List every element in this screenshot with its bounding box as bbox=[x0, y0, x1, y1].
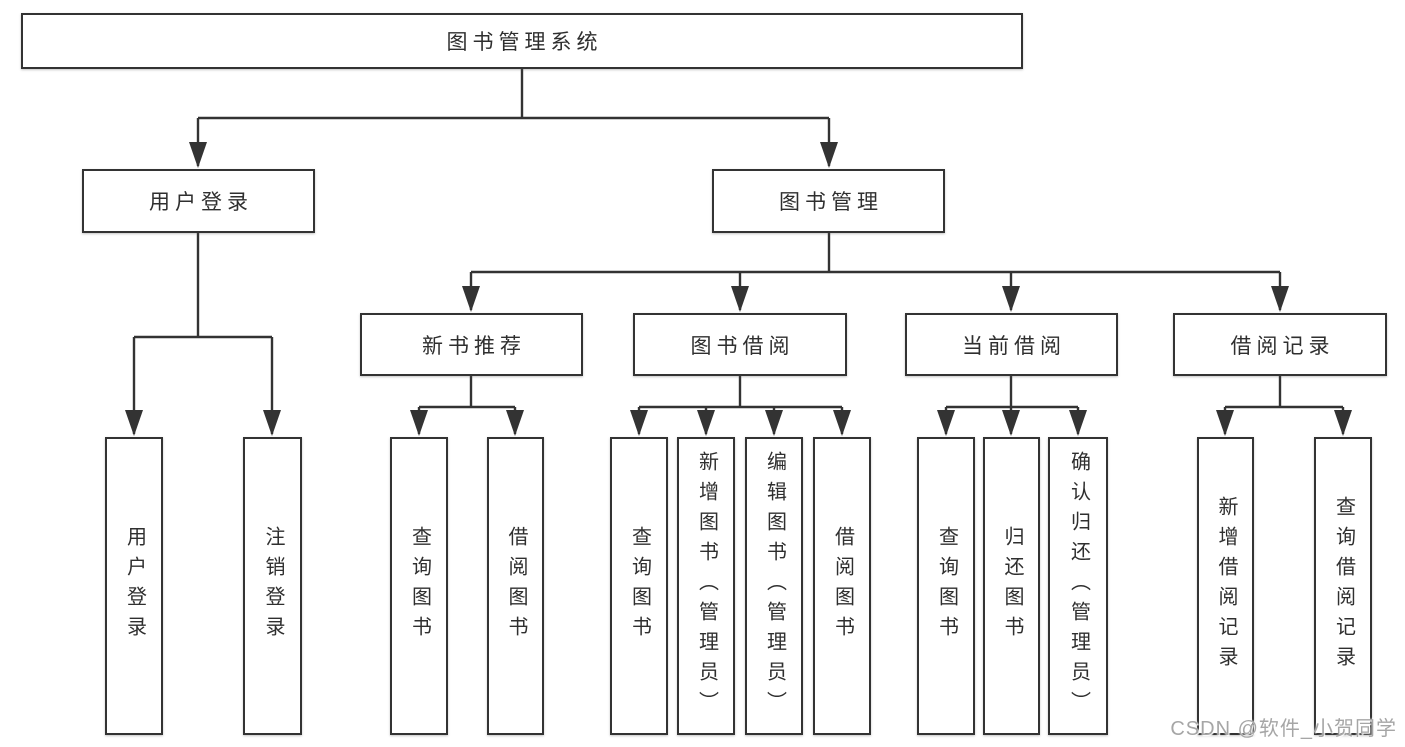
node-label: 借阅记录 bbox=[1230, 334, 1335, 358]
leaf-query-books-recommend: 查询图书 bbox=[390, 437, 448, 735]
node-label: 注销登录 bbox=[262, 526, 284, 646]
node-label: 图书管理 bbox=[779, 191, 883, 214]
node-label: 归还图书 bbox=[1001, 526, 1023, 646]
node-label: 当前借阅 bbox=[962, 334, 1066, 358]
connector-lines bbox=[132, 68, 1345, 434]
arrowheads bbox=[125, 142, 1352, 436]
leaf-user-login: 用户登录 bbox=[105, 437, 163, 735]
node-root-system: 图书管理系统 bbox=[21, 13, 1023, 69]
node-book-borrowing: 图书借阅 bbox=[633, 313, 847, 376]
node-user-login: 用户登录 bbox=[82, 169, 315, 233]
node-borrowing-records: 借阅记录 bbox=[1173, 313, 1387, 376]
node-label: 确认归还（管理员） bbox=[1067, 451, 1090, 721]
leaf-edit-books-admin: 编辑图书（管理员） bbox=[745, 437, 803, 735]
node-label: 新增借阅记录 bbox=[1215, 496, 1237, 676]
node-label: 查询图书 bbox=[408, 526, 431, 646]
node-label: 图书管理系统 bbox=[446, 31, 603, 54]
leaf-logout: 注销登录 bbox=[243, 437, 302, 735]
leaf-query-books-current: 查询图书 bbox=[917, 437, 975, 735]
node-label: 图书借阅 bbox=[690, 334, 795, 358]
leaf-confirm-return-admin: 确认归还（管理员） bbox=[1048, 437, 1108, 735]
leaf-query-books-borrowing: 查询图书 bbox=[610, 437, 668, 735]
node-label: 查询借阅记录 bbox=[1332, 496, 1355, 676]
watermark: CSDN @软件_小贺同学 bbox=[1170, 718, 1397, 740]
node-label: 编辑图书（管理员） bbox=[763, 451, 786, 721]
leaf-query-borrow-record: 查询借阅记录 bbox=[1314, 437, 1372, 735]
node-label: 新书推荐 bbox=[422, 334, 526, 358]
node-label: 用户登录 bbox=[123, 526, 146, 646]
node-current-borrowing: 当前借阅 bbox=[905, 313, 1118, 376]
node-label: 查询图书 bbox=[628, 526, 651, 646]
leaf-borrow-books-borrowing: 借阅图书 bbox=[813, 437, 871, 735]
node-label: 查询图书 bbox=[935, 526, 958, 646]
node-label: 借阅图书 bbox=[831, 526, 854, 646]
node-label: 新增图书（管理员） bbox=[695, 451, 718, 721]
leaf-add-books-admin: 新增图书（管理员） bbox=[677, 437, 735, 735]
leaf-return-books: 归还图书 bbox=[983, 437, 1040, 735]
node-book-management: 图书管理 bbox=[712, 169, 945, 233]
node-label: 借阅图书 bbox=[505, 526, 527, 646]
leaf-borrow-books-recommend: 借阅图书 bbox=[487, 437, 544, 735]
node-label: 用户登录 bbox=[149, 191, 253, 214]
leaf-add-borrow-record: 新增借阅记录 bbox=[1197, 437, 1254, 735]
node-new-book-recommend: 新书推荐 bbox=[360, 313, 583, 376]
